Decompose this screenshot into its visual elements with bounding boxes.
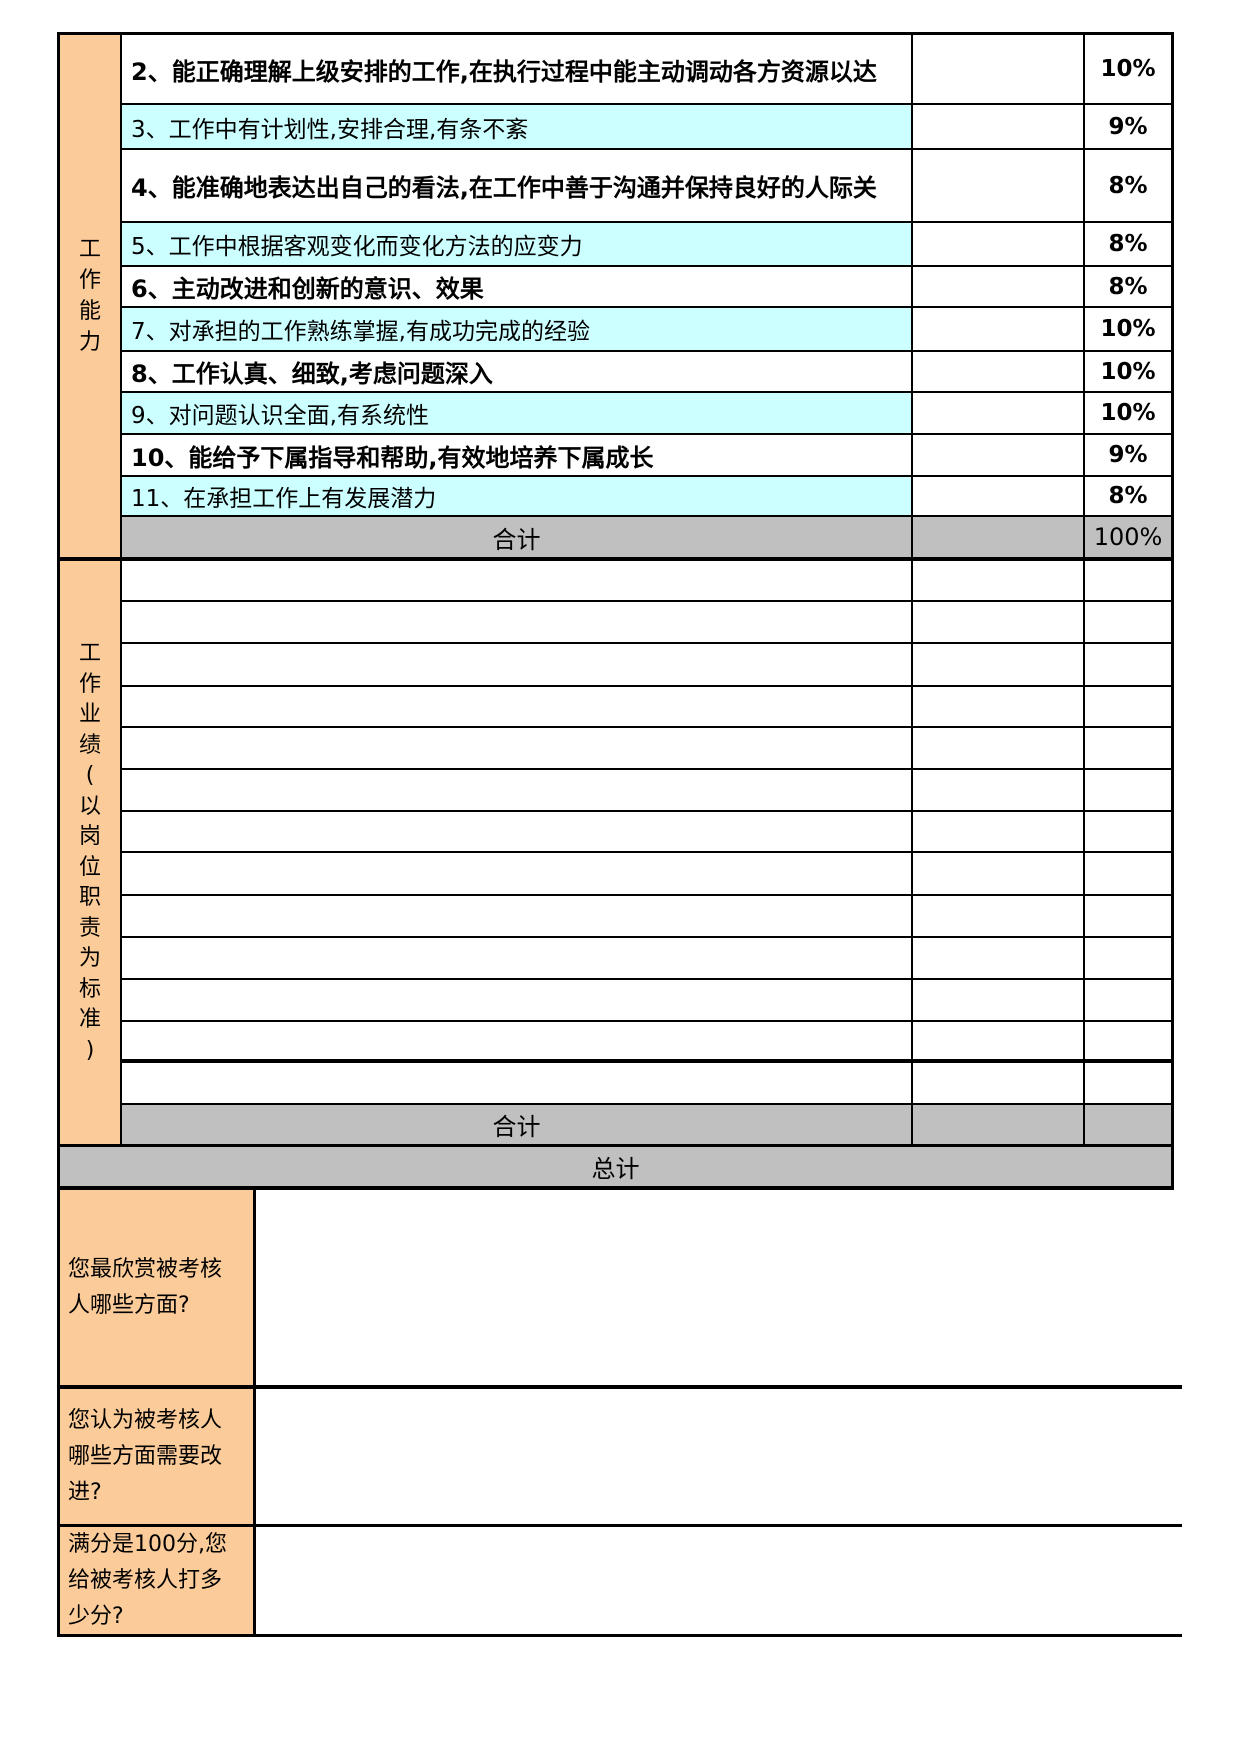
performance-entry-cell[interactable] — [122, 853, 913, 896]
criteria-text: 10、能给予下属指导和帮助,有效地培养下属成长 — [122, 435, 913, 477]
performance-subtotal-weight-cell — [1085, 1105, 1171, 1147]
performance-weight-cell[interactable] — [1085, 1063, 1171, 1105]
performance-weight-cell[interactable] — [1085, 1022, 1171, 1063]
weight-value: 9% — [1085, 435, 1171, 477]
performance-weight-cell[interactable] — [1085, 770, 1171, 812]
performance-score-cell[interactable] — [913, 853, 1085, 896]
score-input-cell[interactable] — [913, 477, 1085, 517]
grand-total-row: 总计 — [60, 1147, 1171, 1190]
question-section: 您最欣赏被考核人哪些方面? 您认为被考核人哪些方面需要改进? 满分是100分,您… — [57, 1190, 1182, 1637]
performance-subtotal-label: 合计 — [122, 1105, 913, 1147]
weight-value: 8% — [1085, 223, 1171, 267]
criteria-text: 9、对问题认识全面,有系统性 — [122, 393, 913, 435]
criteria-text: 5、工作中根据客观变化而变化方法的应变力 — [122, 223, 913, 267]
performance-weight-cell[interactable] — [1085, 602, 1171, 644]
performance-score-cell[interactable] — [913, 812, 1085, 853]
performance-score-cell[interactable] — [913, 687, 1085, 728]
sidebar-work-performance: 工作业绩(以岗位职责为标准) — [60, 561, 122, 1147]
performance-entry-cell[interactable] — [122, 561, 913, 602]
performance-score-cell[interactable] — [913, 1022, 1085, 1063]
performance-score-cell[interactable] — [913, 561, 1085, 602]
performance-score-cell[interactable] — [913, 728, 1085, 770]
criteria-text: 4、能准确地表达出自己的看法,在工作中善于沟通并保持良好的人际关 — [122, 150, 913, 223]
performance-weight-cell[interactable] — [1085, 687, 1171, 728]
performance-weight-cell[interactable] — [1085, 561, 1171, 602]
question-label-improve: 您认为被考核人哪些方面需要改进? — [60, 1389, 256, 1527]
score-input-cell[interactable] — [913, 352, 1085, 393]
weight-value: 10% — [1085, 35, 1171, 105]
weight-value: 8% — [1085, 477, 1171, 517]
performance-score-cell[interactable] — [913, 644, 1085, 687]
performance-weight-cell[interactable] — [1085, 938, 1171, 980]
performance-score-cell[interactable] — [913, 896, 1085, 938]
score-input-cell[interactable] — [913, 267, 1085, 308]
ability-subtotal-score-cell — [913, 517, 1085, 561]
weight-value: 9% — [1085, 105, 1171, 150]
question-label-admire: 您最欣赏被考核人哪些方面? — [60, 1190, 256, 1389]
criteria-text: 3、工作中有计划性,安排合理,有条不紊 — [122, 105, 913, 150]
criteria-text: 8、工作认真、细致,考虑问题深入 — [122, 352, 913, 393]
weight-value: 8% — [1085, 150, 1171, 223]
performance-entry-cell[interactable] — [122, 1022, 913, 1063]
performance-score-cell[interactable] — [913, 770, 1085, 812]
performance-weight-cell[interactable] — [1085, 896, 1171, 938]
performance-entry-cell[interactable] — [122, 812, 913, 853]
score-input-cell[interactable] — [913, 223, 1085, 267]
criteria-text: 6、主动改进和创新的意识、效果 — [122, 267, 913, 308]
score-input-cell[interactable] — [913, 393, 1085, 435]
performance-score-cell[interactable] — [913, 1063, 1085, 1105]
answer-area-admire[interactable] — [256, 1190, 1182, 1389]
performance-entry-cell[interactable] — [122, 728, 913, 770]
appraisal-table: 工作能力 2、能正确理解上级安排的工作,在执行过程中能主动调动各方资源以达 10… — [57, 32, 1174, 1190]
weight-value: 10% — [1085, 352, 1171, 393]
performance-entry-cell[interactable] — [122, 770, 913, 812]
performance-entry-cell[interactable] — [122, 980, 913, 1022]
score-input-cell[interactable] — [913, 35, 1085, 105]
score-input-cell[interactable] — [913, 435, 1085, 477]
performance-entry-cell[interactable] — [122, 687, 913, 728]
performance-weight-cell[interactable] — [1085, 853, 1171, 896]
performance-entry-cell[interactable] — [122, 602, 913, 644]
performance-score-cell[interactable] — [913, 602, 1085, 644]
answer-area-improve[interactable] — [256, 1389, 1182, 1527]
weight-value: 8% — [1085, 267, 1171, 308]
performance-score-cell[interactable] — [913, 980, 1085, 1022]
performance-entry-cell[interactable] — [122, 896, 913, 938]
ability-subtotal-label: 合计 — [122, 517, 913, 561]
ability-subtotal-weight: 100% — [1085, 517, 1171, 561]
performance-score-cell[interactable] — [913, 938, 1085, 980]
weight-value: 10% — [1085, 393, 1171, 435]
criteria-text: 7、对承担的工作熟练掌握,有成功完成的经验 — [122, 308, 913, 352]
question-label-score: 满分是100分,您给被考核人打多少分? — [60, 1527, 256, 1637]
criteria-text: 2、能正确理解上级安排的工作,在执行过程中能主动调动各方资源以达 — [122, 35, 913, 105]
performance-entry-cell[interactable] — [122, 1063, 913, 1105]
performance-weight-cell[interactable] — [1085, 812, 1171, 853]
score-input-cell[interactable] — [913, 308, 1085, 352]
performance-weight-cell[interactable] — [1085, 644, 1171, 687]
performance-weight-cell[interactable] — [1085, 728, 1171, 770]
sidebar-work-ability: 工作能力 — [60, 35, 122, 561]
performance-entry-cell[interactable] — [122, 938, 913, 980]
criteria-text: 11、在承担工作上有发展潜力 — [122, 477, 913, 517]
weight-value: 10% — [1085, 308, 1171, 352]
performance-entry-cell[interactable] — [122, 644, 913, 687]
performance-subtotal-score-cell — [913, 1105, 1085, 1147]
performance-weight-cell[interactable] — [1085, 980, 1171, 1022]
answer-area-score[interactable] — [256, 1527, 1182, 1637]
score-input-cell[interactable] — [913, 105, 1085, 150]
score-input-cell[interactable] — [913, 150, 1085, 223]
